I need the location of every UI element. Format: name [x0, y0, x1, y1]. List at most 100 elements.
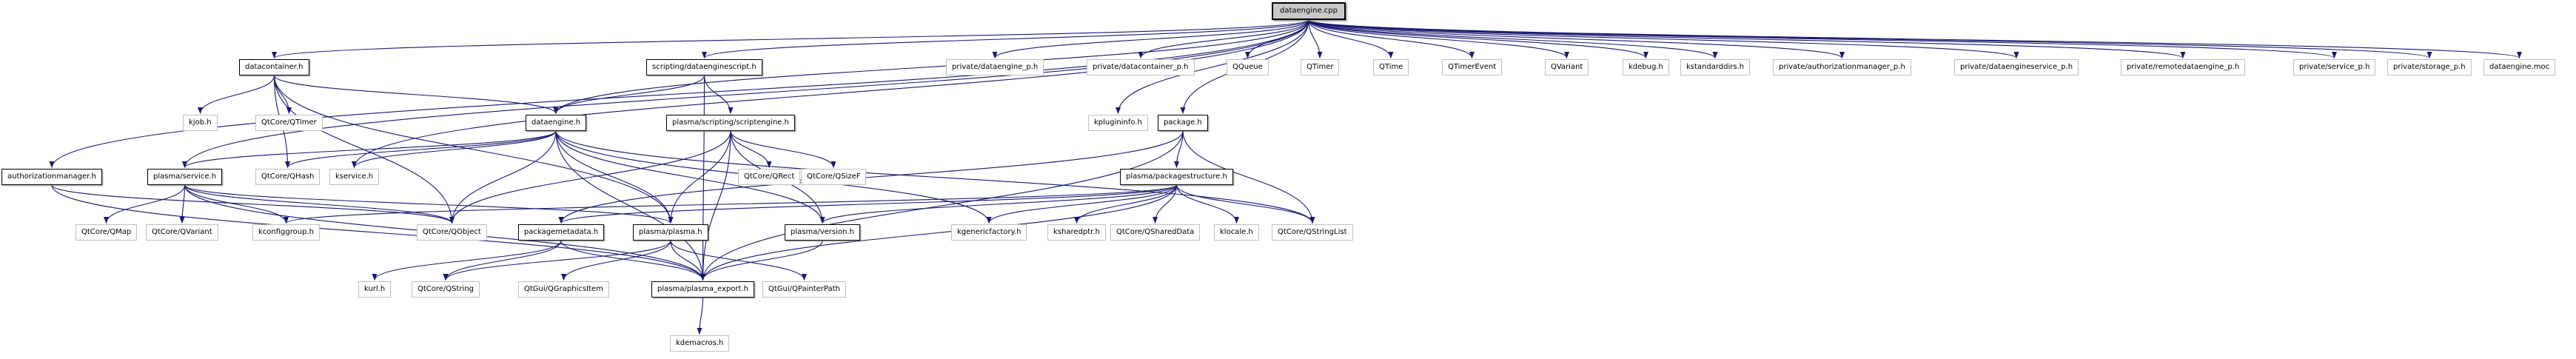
include-edge — [1308, 19, 2186, 58]
graph-node-qtcore-qtimer: QtCore/QTimer — [255, 115, 323, 131]
graph-node-kstandarddirs-h: kstandarddirs.h — [1680, 59, 1751, 76]
graph-node-qtimerevent: QTimerEvent — [1442, 59, 1503, 76]
include-edge — [668, 130, 731, 224]
include-edge — [553, 19, 1309, 114]
include-edge — [182, 19, 1309, 168]
include-edge — [555, 130, 825, 224]
include-edge — [1153, 184, 1178, 224]
graph-node-qtcore-qsizef: QtCore/QSizeF — [801, 169, 867, 185]
graph-node-kplugininfo-h: kplugininfo.h — [1088, 115, 1148, 131]
graph-node-packagemetadata-h[interactable]: packagemetadata.h — [518, 224, 605, 241]
include-edge — [184, 184, 455, 224]
graph-node-dataenginescript-h[interactable]: scripting/dataenginescript.h — [646, 59, 762, 76]
graph-node-qtcore-qobject: QtCore/QObject — [417, 224, 487, 241]
graph-node-qtcore-qvariant: QtCore/QVariant — [146, 224, 218, 241]
include-edge — [700, 75, 706, 281]
graph-node-qtgui-qpainterpath: QtGui/QPainterPath — [762, 281, 846, 298]
graph-node-qtcore-qrect: QtCore/QRect — [738, 169, 801, 185]
include-edge — [702, 19, 1309, 58]
include-edge — [561, 240, 671, 281]
include-edge — [1175, 184, 1239, 224]
include-edge — [555, 130, 705, 281]
graph-node-authorizationmanager-h[interactable]: authorizationmanager.h — [1, 169, 102, 185]
graph-node-qqueue: QQueue — [1227, 59, 1269, 76]
graph-node-kconfiggroup-h: kconfiggroup.h — [252, 224, 320, 241]
graph-node-qtcore-qstring: QtCore/QString — [412, 281, 480, 298]
include-edge — [449, 130, 557, 224]
include-edge — [553, 75, 705, 114]
include-edge — [558, 130, 1184, 224]
include-edge — [184, 184, 289, 224]
graph-node-kservice-h: kservice.h — [329, 169, 380, 185]
include-edge — [443, 240, 562, 281]
include-edge — [1308, 19, 1569, 58]
graph-node-packagestructure-h[interactable]: plasma/packagestructure.h — [1120, 169, 1233, 185]
include-edge — [284, 184, 1178, 224]
include-edge — [1308, 19, 1718, 58]
include-edge — [51, 184, 705, 281]
include-edge — [1308, 19, 1475, 58]
graph-node-qvariant: QVariant — [1545, 59, 1589, 76]
include-edge — [700, 130, 1184, 281]
include-edge — [1308, 19, 2522, 58]
graph-node-kgenericfactory-h: kgenericfactory.h — [951, 224, 1027, 241]
include-edge — [273, 75, 292, 114]
include-edge — [1182, 130, 1315, 224]
graph-node-kdebug-h: kdebug.h — [1623, 59, 1669, 76]
graph-node-datacontainer-p-h: private/datacontainer_p.h — [1087, 59, 1195, 76]
include-edge — [198, 75, 275, 114]
graph-node-dataengine-h[interactable]: dataengine.h — [526, 115, 587, 131]
graph-node-datacontainer-h[interactable]: datacontainer.h — [239, 59, 309, 76]
graph-node-package-h[interactable]: package.h — [1158, 115, 1208, 131]
graph-node-plasma-export-h[interactable]: plasma/plasma_export.h — [651, 281, 754, 298]
include-edge — [555, 130, 674, 224]
include-edge — [182, 130, 557, 168]
include-edge — [372, 240, 562, 281]
graph-node-plasma-plasma-h[interactable]: plasma/plasma.h — [633, 224, 708, 241]
graph-node-kurl-h: kurl.h — [358, 281, 392, 298]
graph-node-scriptengine-h[interactable]: plasma/scripting/scriptengine.h — [666, 115, 795, 131]
graph-node-plasma-service-h[interactable]: plasma/service.h — [147, 169, 223, 185]
graph-node-qtimer: QTimer — [1301, 59, 1340, 76]
include-edge — [1116, 19, 1309, 114]
graph-node-storage-p-h: private/storage_p.h — [2387, 59, 2472, 76]
graph-node-plasma-version-h[interactable]: plasma/version.h — [785, 224, 860, 241]
include-edge — [273, 75, 674, 224]
graph-node-dataengine-p-h: private/dataengine_p.h — [946, 59, 1044, 76]
include-edge — [558, 184, 1178, 224]
graph-node-root: dataengine.cpp — [1272, 2, 1346, 20]
include-edge — [49, 19, 1309, 168]
graph-node-dataengine-moc: dataengine.moc — [2483, 59, 2556, 76]
include-edge — [819, 184, 1178, 224]
include-edge — [703, 75, 734, 114]
include-edge — [730, 130, 836, 168]
include-edge — [51, 184, 455, 224]
include-edge — [555, 130, 1315, 224]
include-edge — [1308, 19, 2019, 58]
graph-node-remotedataengine-p-h: private/remotedataengine_p.h — [2121, 59, 2246, 76]
include-edge — [560, 240, 705, 281]
include-edge — [179, 184, 186, 224]
graph-node-qtcore-qmap: QtCore/QMap — [76, 224, 138, 241]
graph-node-dataengineservice-p-h: private/dataengineservice_p.h — [1954, 59, 2079, 76]
include-edge — [697, 297, 704, 335]
include-edge — [352, 130, 557, 168]
include-edge — [184, 184, 674, 224]
include-edge — [285, 130, 557, 168]
include-edge — [670, 240, 807, 281]
include-edge — [272, 19, 1309, 58]
graph-node-qtcore-qhash: QtCore/QHash — [255, 169, 321, 185]
include-edge — [1074, 184, 1178, 224]
include-edge — [992, 19, 1309, 58]
graph-node-qtgui-qgraphicsitem: QtGui/QGraphicsItem — [518, 281, 609, 298]
include-edge — [700, 240, 823, 281]
include-edge — [352, 19, 1309, 168]
include-edge — [700, 184, 1178, 281]
graph-node-kjob-h: kjob.h — [183, 115, 218, 131]
graph-node-qtcore-qshareddata: QtCore/QSharedData — [1110, 224, 1201, 241]
include-edge — [1308, 19, 1394, 58]
include-edge — [1308, 19, 1845, 58]
graph-node-ksharedptr-h: ksharedptr.h — [1047, 224, 1106, 241]
